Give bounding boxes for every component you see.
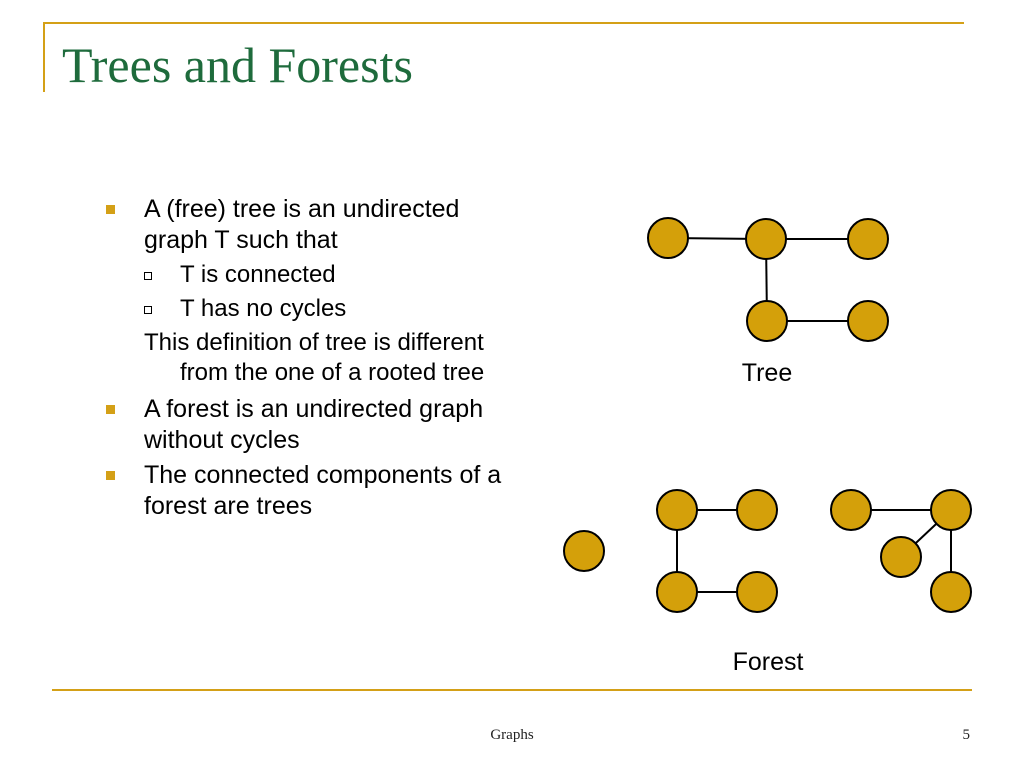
sub-bullet-item: T is connected <box>100 260 520 290</box>
graph-node <box>563 530 605 572</box>
bullet-text-forest-definition: A forest is an undirected graph without … <box>144 395 484 454</box>
graph-node <box>656 571 698 613</box>
graph-node <box>736 571 778 613</box>
square-bullet-icon <box>106 205 115 214</box>
bullet-item: A forest is an undirected graph without … <box>100 394 520 456</box>
bullet-item: A (free) tree is an undirected graph T s… <box>100 194 520 256</box>
bullet-item: The connected components of a forest are… <box>100 460 520 522</box>
bullet-text-tree-definition: A (free) tree is an undirected graph T s… <box>144 195 460 254</box>
tree-label: Tree <box>742 359 792 387</box>
footer-title: Graphs <box>490 727 534 743</box>
graph-node <box>736 489 778 531</box>
hollow-square-bullet-icon <box>144 272 152 280</box>
graph-node <box>847 218 889 260</box>
definition-note: This definition of tree is different fro… <box>144 329 485 386</box>
bullet-list: A (free) tree is an undirected graph T s… <box>100 194 520 526</box>
sub-bullet-text-connected: T is connected <box>180 261 336 288</box>
sub-bullet-item: T has no cycles <box>100 294 520 324</box>
graph-node <box>647 217 689 259</box>
page-number: 5 <box>962 727 971 743</box>
slide-title: Trees and Forests <box>62 37 413 93</box>
left-border-line <box>43 22 45 92</box>
graph-node <box>930 571 972 613</box>
sub-bullet-text-no-cycles: T has no cycles <box>180 295 347 322</box>
square-bullet-icon <box>106 405 115 414</box>
graph-node <box>880 536 922 578</box>
bottom-border-line <box>52 689 972 691</box>
top-border-line <box>44 22 964 24</box>
graph-node <box>847 300 889 342</box>
hollow-square-bullet-icon <box>144 306 152 314</box>
square-bullet-icon <box>106 471 115 480</box>
tree-graph: Tree <box>647 217 889 387</box>
forest-label: Forest <box>733 648 804 676</box>
graph-node <box>930 489 972 531</box>
bullet-text-components: The connected components of a forest are… <box>144 461 502 520</box>
forest-graph: Forest <box>563 489 972 676</box>
graph-node <box>745 218 787 260</box>
graph-node <box>746 300 788 342</box>
graph-node <box>656 489 698 531</box>
graph-node <box>830 489 872 531</box>
